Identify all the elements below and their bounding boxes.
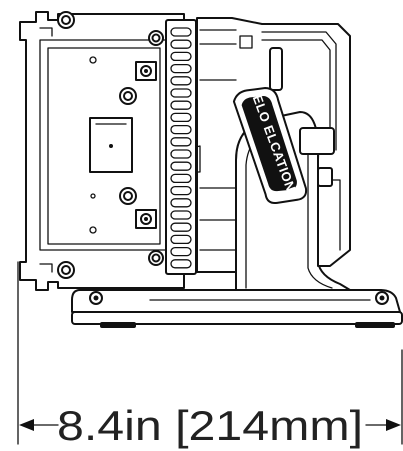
vent-slot [170, 27, 192, 37]
vent-slot [170, 234, 192, 245]
vent-slot [170, 63, 192, 74]
rear-housing [183, 17, 351, 273]
vent-slot [170, 161, 192, 171]
vent-slot [170, 51, 192, 62]
vent-slot [170, 246, 192, 257]
vent-slot [170, 100, 192, 110]
vent-slot [170, 112, 192, 123]
vent-slot [170, 173, 192, 184]
vent-slot [170, 39, 192, 49]
vent-slot [170, 76, 192, 86]
mount-plate [19, 11, 185, 291]
vent-slot [170, 88, 192, 98]
vent-slot [170, 185, 192, 196]
dimension-label: 8.4in [214mm] [57, 402, 363, 449]
vent-slot [170, 210, 192, 220]
dimension-arrow-right [386, 419, 401, 431]
dimension-annotation: 8.4in [214mm] [17, 261, 403, 449]
vent-slot [170, 137, 192, 147]
vent-slot [170, 222, 192, 232]
vent-slot [170, 149, 192, 159]
vent-slot [170, 259, 192, 269]
base-plate [71, 289, 403, 328]
vent-rail [165, 19, 197, 275]
vent-slot [170, 124, 192, 135]
dimension-arrow-left [19, 419, 34, 431]
vent-slot [170, 198, 192, 208]
